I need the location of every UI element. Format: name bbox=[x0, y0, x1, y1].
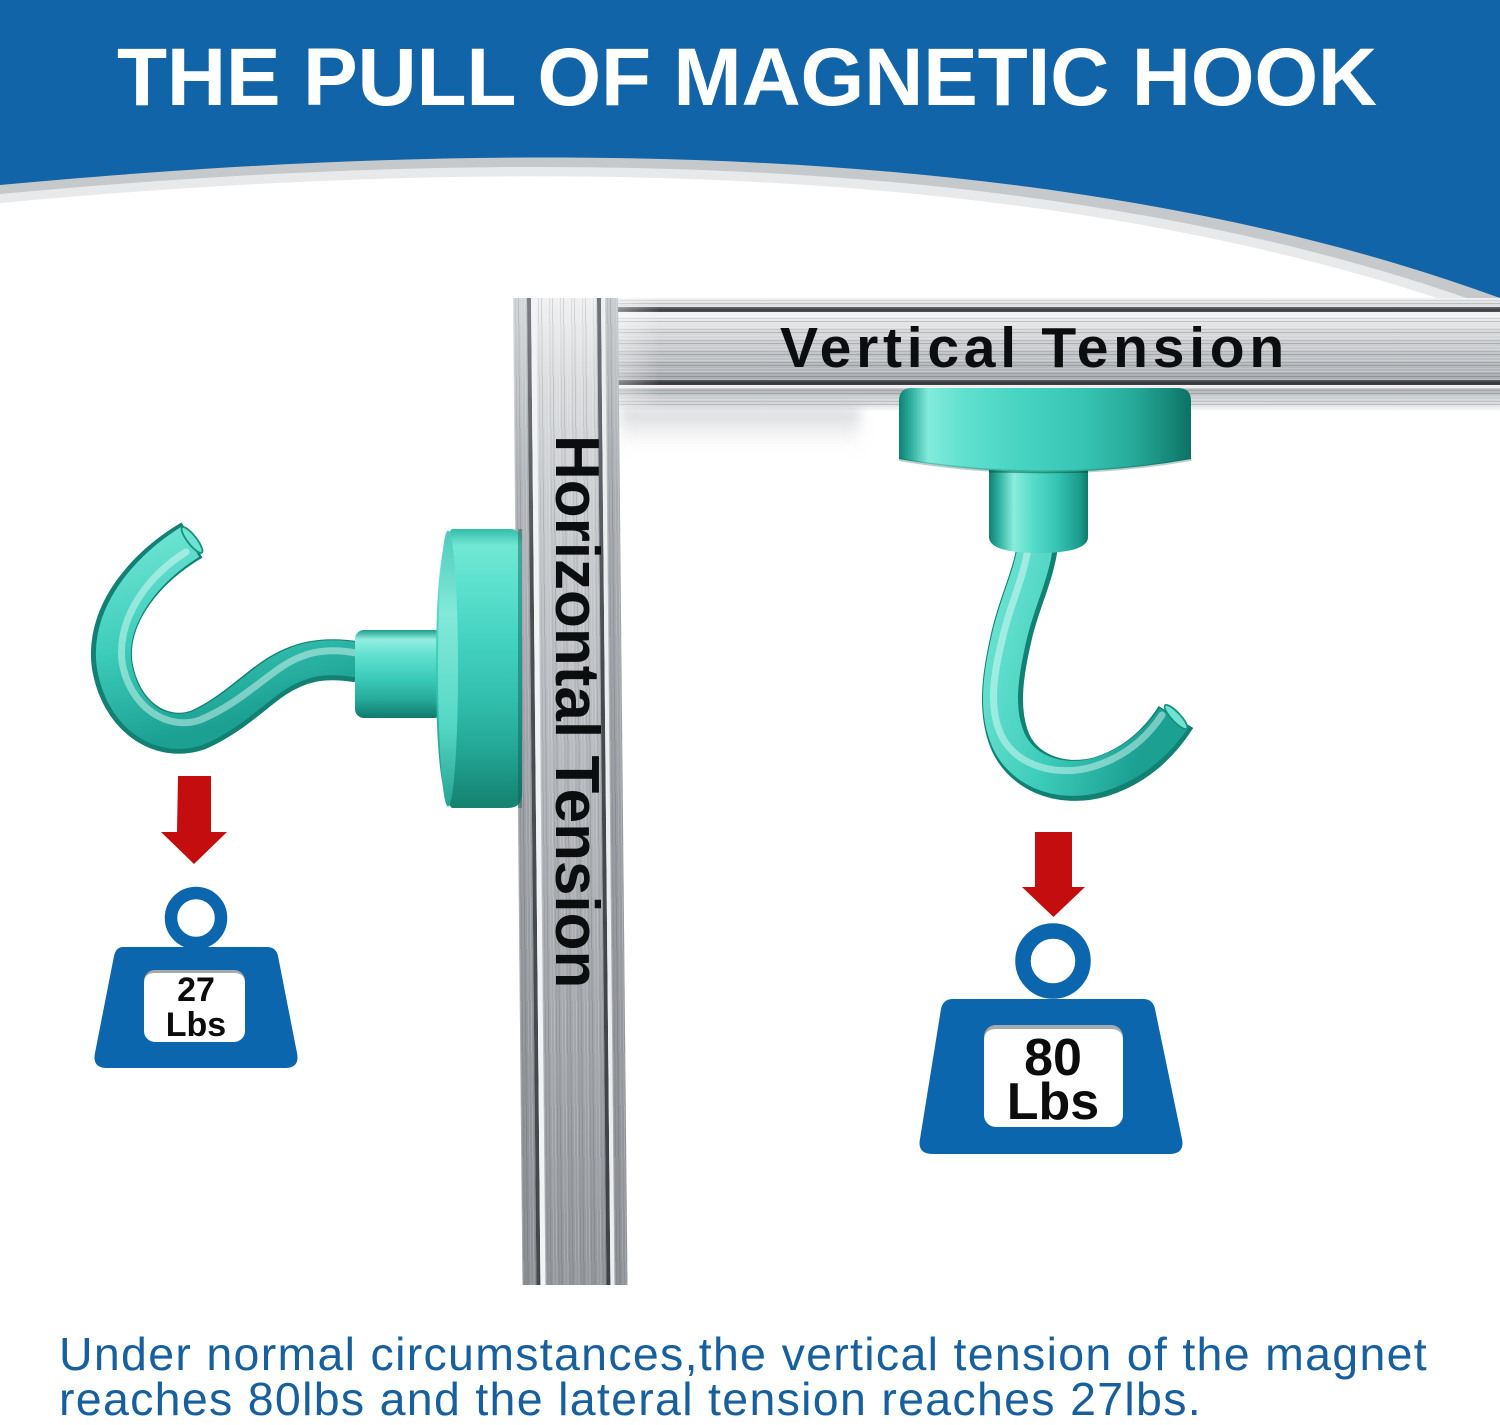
svg-text:Lbs: Lbs bbox=[166, 1006, 226, 1044]
svg-text:80: 80 bbox=[1024, 1029, 1082, 1087]
svg-text:27: 27 bbox=[177, 971, 215, 1009]
svg-text:Lbs: Lbs bbox=[1007, 1073, 1099, 1131]
